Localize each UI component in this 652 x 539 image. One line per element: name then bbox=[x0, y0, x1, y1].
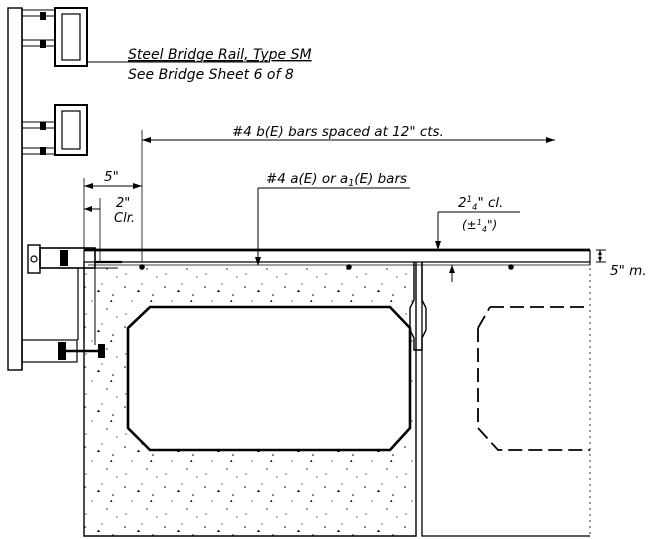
rail-tube-middle bbox=[21, 104, 88, 156]
dim-5in-label: 5" bbox=[104, 169, 119, 185]
rail-sheet-ref-label: See Bridge Sheet 6 of 8 bbox=[128, 67, 294, 83]
rail-post-plate bbox=[7, 7, 23, 371]
rail-tube-top bbox=[21, 7, 88, 67]
tolerance-label: (±14") bbox=[462, 218, 497, 234]
a-bars-label: #4 a(E) or a1(E) bars bbox=[266, 171, 407, 189]
precast-box-girder bbox=[83, 262, 427, 537]
slab-thickness-label: 5" m. bbox=[610, 263, 647, 279]
cover-label: 214" cl. bbox=[458, 195, 503, 213]
girder-void bbox=[126, 305, 412, 452]
rail-type-label: Steel Bridge Rail, Type SM bbox=[128, 47, 312, 63]
adjacent-girder-dashed bbox=[421, 262, 591, 537]
dim-clr-label: Clr. bbox=[114, 211, 135, 226]
dimension-lines bbox=[83, 61, 606, 282]
b-bars-label: #4 b(E) bars spaced at 12" cts. bbox=[232, 124, 444, 140]
shear-key bbox=[409, 262, 427, 351]
dim-2in-label: 2" bbox=[116, 196, 130, 211]
rebar-b-3 bbox=[508, 264, 514, 270]
